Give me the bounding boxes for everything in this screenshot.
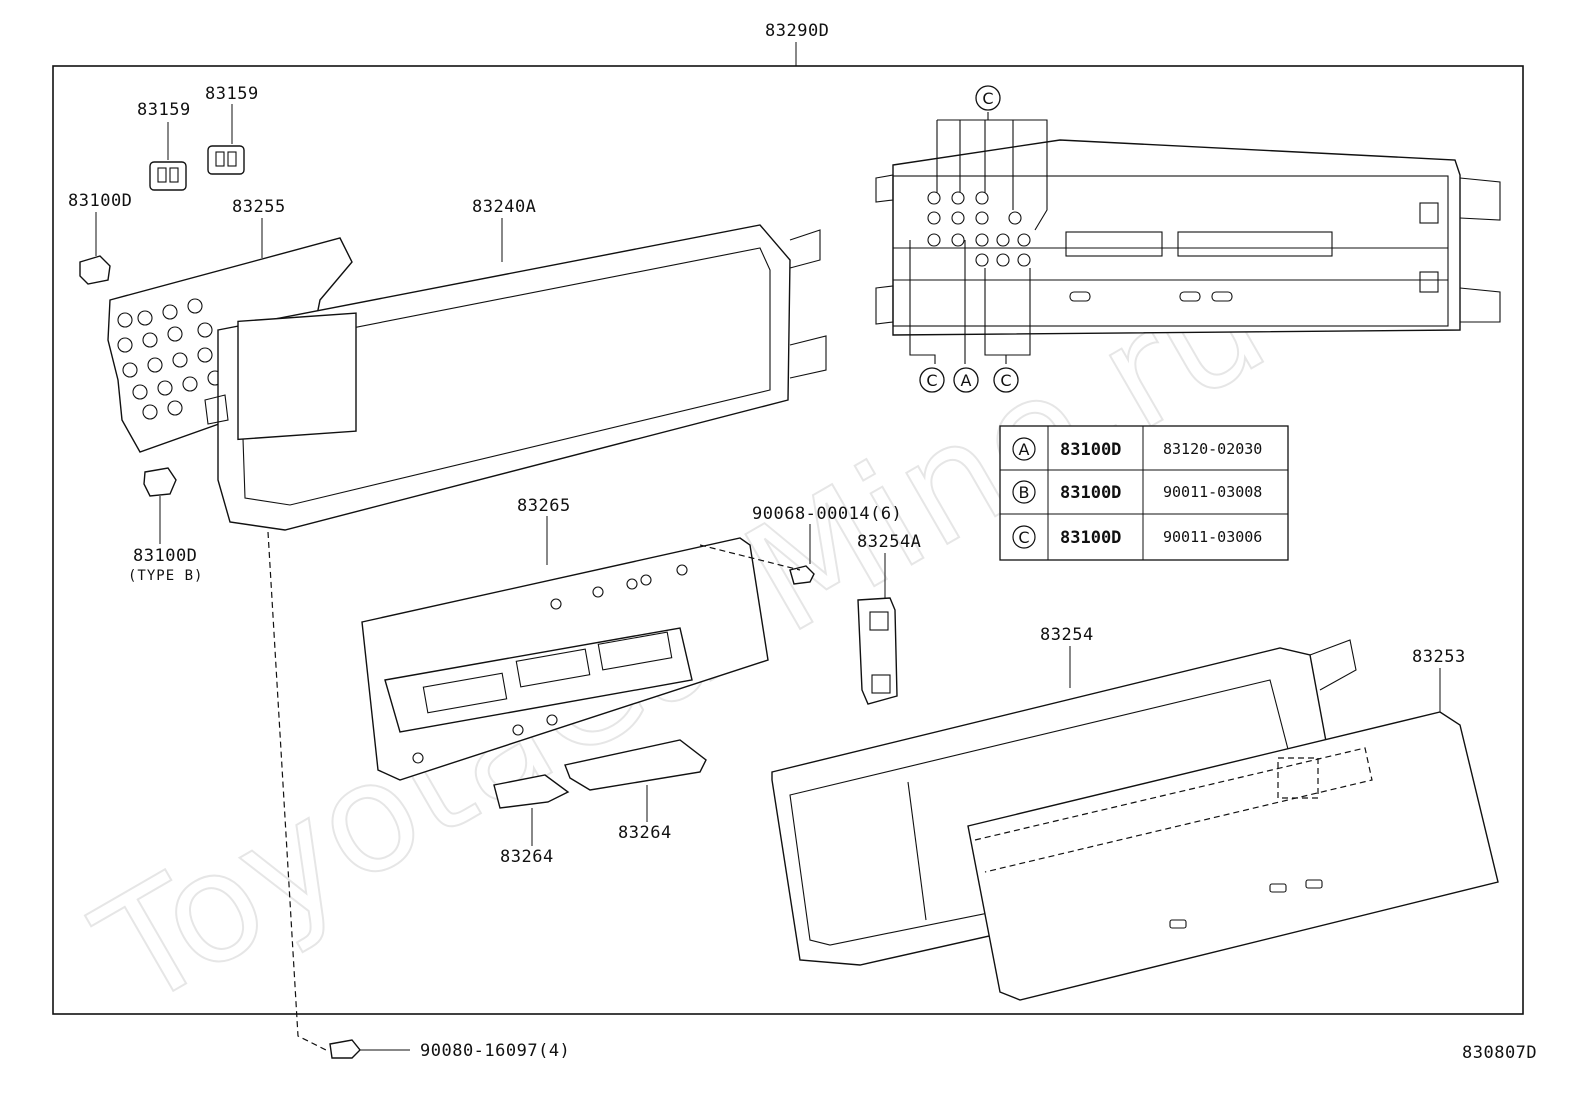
legend-row-c: C 83100D 90011-03006 [1012, 525, 1262, 549]
legend-part-a: 83100D [1060, 440, 1121, 460]
plate-hole [117, 312, 133, 328]
plate-hole [142, 404, 158, 420]
label-clip-2: 83159 [205, 84, 259, 104]
label-socket-top: 83100D [68, 191, 132, 211]
board-screw-hole [676, 564, 688, 576]
plate-hole [162, 304, 178, 320]
label-cover-b: 83264 [618, 823, 672, 843]
legend-symbol-a: A [1019, 440, 1030, 459]
plate-hole [117, 337, 133, 353]
label-circuit-plate: 83255 [232, 197, 286, 217]
board-screw-hole [546, 714, 558, 726]
clip-part-1 [149, 122, 187, 191]
board-screw-hole [626, 578, 638, 590]
connector-pin [951, 211, 965, 225]
connector-pin [996, 253, 1010, 267]
legend-symbol-c: C [1018, 528, 1029, 547]
connector-pin [975, 191, 989, 205]
cover-part-b [564, 739, 707, 822]
svg-text:C: C [926, 371, 937, 390]
label-clip-1: 83159 [137, 100, 191, 120]
connector-pin [927, 211, 941, 225]
board-screw-hole [412, 752, 424, 764]
plate-hole [132, 384, 148, 400]
board-screw-hole [550, 598, 562, 610]
connector-pin [996, 233, 1010, 247]
plate-hole [197, 322, 213, 338]
connector-pin [927, 233, 941, 247]
callout-c-top: C [975, 85, 1001, 111]
screw-small-part [699, 524, 815, 585]
connector-pin [1017, 233, 1031, 247]
label-cover-a: 83264 [500, 847, 554, 867]
plate-hole [187, 298, 203, 314]
connector-pin [1017, 253, 1031, 267]
housing-part [204, 218, 827, 531]
svg-text:C: C [1000, 371, 1011, 390]
board-screw-hole [640, 574, 652, 586]
legend-number-a: 83120-02030 [1163, 440, 1262, 458]
housing-back-view [875, 112, 1501, 364]
legend-table: A 83100D 83120-02030 B 83100D 90011-0300… [999, 425, 1289, 561]
front-cover-part [967, 668, 1499, 1001]
connector-pin [927, 191, 941, 205]
connector-pin [951, 233, 965, 247]
label-screw-bottom: 90080-16097(4) [420, 1041, 570, 1061]
display-board-part [361, 516, 769, 781]
plate-hole [197, 347, 213, 363]
board-screw-hole [592, 586, 604, 598]
legend-part-c: 83100D [1060, 528, 1121, 548]
bracket-part [857, 553, 898, 705]
callout-c-bottom-left: C [919, 367, 945, 393]
screw-bottom-part [329, 1039, 410, 1059]
plate-hole [182, 376, 198, 392]
label-glass-panel: 83254 [1040, 625, 1094, 645]
svg-text:A: A [961, 371, 972, 390]
board-screw-hole [512, 724, 524, 736]
plate-hole [137, 310, 153, 326]
legend-row-b: B 83100D 90011-03008 [1012, 480, 1262, 504]
diagram-code: 830807D [1462, 1043, 1537, 1063]
label-bracket: 83254A [857, 532, 921, 552]
legend-number-c: 90011-03006 [1163, 528, 1262, 546]
legend-row-a: A 83100D 83120-02030 [1012, 437, 1262, 461]
plate-hole [172, 352, 188, 368]
label-display-board: 83265 [517, 496, 571, 516]
callout-c-bottom-right: C [993, 367, 1019, 393]
label-socket-bottom: 83100D [133, 546, 197, 566]
plate-hole [157, 380, 173, 396]
cover-part-a [493, 774, 570, 846]
plate-hole [147, 357, 163, 373]
label-screw-small: 90068-00014(6) [752, 504, 902, 524]
plate-hole [142, 332, 158, 348]
assembly-frame [52, 65, 1524, 1015]
legend-part-b: 83100D [1060, 483, 1121, 503]
connector-pin [975, 253, 989, 267]
plate-hole [122, 362, 138, 378]
bolt-path [267, 531, 327, 1051]
legend-number-b: 90011-03008 [1163, 483, 1262, 501]
legend-symbol-b: B [1019, 483, 1030, 502]
label-assembly: 83290D [765, 21, 829, 41]
label-socket-bottom-type: (TYPE B) [128, 568, 203, 584]
svg-text:C: C [982, 89, 993, 108]
socket-part-bottom [143, 467, 177, 544]
plate-hole [167, 400, 183, 416]
connector-pin [951, 191, 965, 205]
connector-pin [1008, 211, 1022, 225]
socket-part-top [79, 212, 111, 285]
plate-hole [167, 326, 183, 342]
label-front-cover: 83253 [1412, 647, 1466, 667]
clip-part-2 [207, 104, 245, 175]
connector-pin [975, 211, 989, 225]
callout-a-bottom: A [953, 367, 979, 393]
connector-pin [975, 233, 989, 247]
label-housing: 83240A [472, 197, 536, 217]
